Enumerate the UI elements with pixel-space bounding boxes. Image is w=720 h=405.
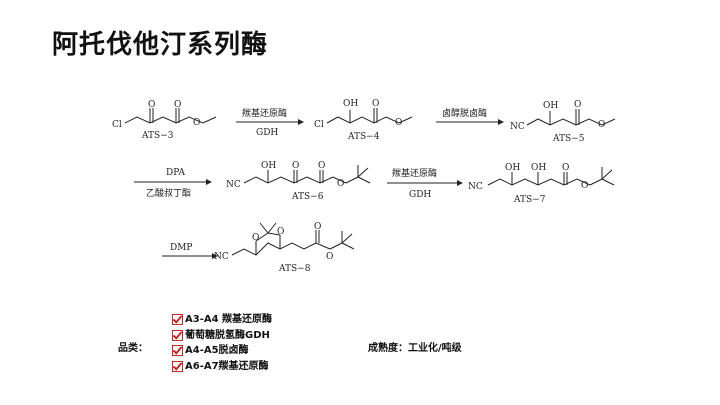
- atom-o: O: [292, 161, 299, 171]
- atom-o: O: [193, 118, 200, 128]
- category-item: A3-A4 羰基还原酶: [172, 312, 272, 328]
- atom-nc: NC: [226, 180, 241, 190]
- reagent-below-1: GDH: [256, 128, 278, 138]
- atom-nc: NC: [214, 252, 229, 262]
- reagent-above-1: 羰基还原酶: [242, 107, 287, 119]
- checkbox-checked-icon: [172, 329, 183, 341]
- ats5-bonds: [526, 118, 616, 126]
- atom-o: O: [318, 161, 325, 171]
- atom-oh: OH: [261, 161, 276, 171]
- compound-label-ats6: ATS−6: [291, 192, 324, 202]
- reagent-above-3: DPA: [166, 168, 185, 178]
- atom-o: O: [395, 118, 402, 128]
- atom-o: O: [372, 99, 379, 109]
- atom-oh: OH: [543, 101, 558, 111]
- atom-oh: OH: [531, 163, 546, 173]
- atom-o: O: [598, 120, 605, 130]
- category-item-label: A6-A7羰基还原酶: [185, 360, 269, 372]
- reagent-above-4: 羰基还原酶: [392, 167, 437, 179]
- atom-o: O: [148, 100, 155, 110]
- atom-o: O: [252, 233, 259, 243]
- atom-o: O: [574, 100, 581, 110]
- atom-o: O: [277, 227, 284, 237]
- checkbox-checked-icon: [172, 360, 183, 372]
- category-item-label: A4-A5脱卤酶: [185, 345, 249, 356]
- atom-oh: OH: [505, 163, 520, 173]
- atom-o: O: [581, 181, 588, 191]
- atom-o: O: [337, 179, 344, 189]
- ats6-bonds: [243, 176, 347, 184]
- ats8-bonds: [231, 242, 317, 256]
- reagent-above-2: 卤醇脱卤酶: [442, 107, 487, 119]
- ats7-bonds: [487, 178, 591, 186]
- maturity-info: 成熟度：工业化/吨级: [368, 339, 462, 354]
- maturity-label: 成熟度：: [368, 343, 408, 354]
- compound-label-ats3: ATS−3: [141, 131, 174, 141]
- category-item-label: A3-A4 羰基还原酶: [185, 314, 273, 325]
- reagent-below-3: 乙酸叔丁酯: [146, 187, 191, 199]
- atom-oh: OH: [343, 99, 358, 109]
- reaction-scheme: Cl O O O Cl OH O O NC OH O O NC OH O O O…: [112, 99, 616, 274]
- atom-cl: Cl: [112, 120, 122, 130]
- category-label: 品类：: [118, 343, 148, 354]
- atom-o: O: [562, 163, 569, 173]
- checkbox-checked-icon: [172, 345, 183, 357]
- category-item: A6-A7羰基还原酶: [172, 359, 272, 375]
- ats3-bonds: [124, 116, 217, 124]
- category-list: A3-A4 羰基还原酶 葡萄糖脱氢酶GDH A4-A5脱卤酶 A6-A7羰基还原…: [172, 312, 272, 374]
- category-item: A4-A5脱卤酶: [172, 343, 272, 359]
- reagent-above-5: DMP: [170, 243, 193, 253]
- atom-o: O: [314, 222, 321, 232]
- compound-label-ats5: ATS−5: [552, 134, 585, 144]
- compound-label-ats4: ATS−4: [347, 132, 380, 142]
- atom-nc: NC: [468, 182, 483, 192]
- checkbox-checked-icon: [172, 314, 183, 326]
- category-item: 葡萄糖脱氢酶GDH: [172, 328, 272, 344]
- reagent-below-4: GDH: [409, 190, 431, 200]
- page-title: 阿托伐他汀系列酶: [52, 30, 269, 60]
- atom-o: O: [174, 100, 181, 110]
- atom-nc: NC: [510, 122, 525, 132]
- compound-label-ats8: ATS−8: [278, 264, 311, 274]
- category-item-label: 葡萄糖脱氢酶GDH: [185, 329, 270, 341]
- atom-o: O: [326, 252, 333, 262]
- compound-label-ats7: ATS−7: [513, 195, 546, 205]
- ats4-bonds: [326, 116, 413, 124]
- atom-cl: Cl: [314, 120, 324, 130]
- maturity-value: 工业化/吨级: [408, 343, 462, 354]
